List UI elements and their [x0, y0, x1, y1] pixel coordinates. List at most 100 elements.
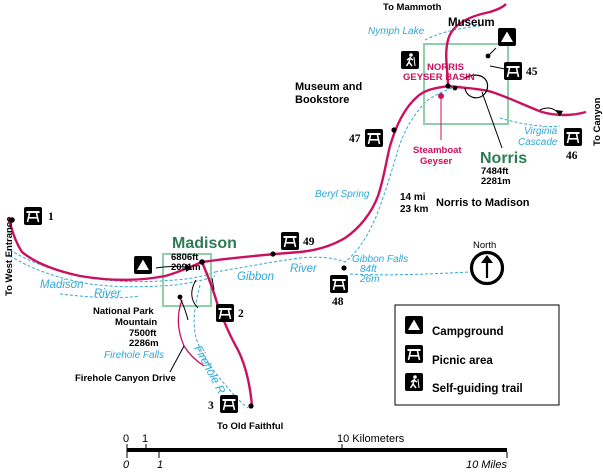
dot-picnic-48: [341, 265, 347, 271]
madison-picnic2-arrow: [191, 279, 199, 309]
water-firehole-river: Firehole R: [191, 344, 227, 396]
rivers: [9, 25, 561, 409]
label-museum-bookstore-2: Bookstore: [295, 94, 349, 106]
picnic-number-46: 46: [566, 150, 578, 162]
water-gibbon-falls-1: Gibbon Falls: [352, 254, 408, 265]
picnic-number-47: 47: [349, 133, 361, 145]
water-nymph-lake: Nymph Lake: [368, 26, 425, 37]
water-gibbon-river-1: Gibbon: [237, 271, 274, 283]
picnic-table-icon-46: [563, 127, 583, 147]
label-norris-elev-m: 2281m: [481, 176, 511, 187]
label-npm-1: National Park: [93, 306, 154, 317]
steamboat-geyser-dot: [438, 93, 444, 99]
stream-gibbon-east: [349, 271, 471, 276]
road-madison-old-faithful: [200, 261, 254, 407]
madison-river-line-2: [9, 255, 216, 288]
museum-leader: [487, 47, 497, 57]
label-npm-elev-m: 2286m: [129, 338, 159, 349]
stream-west: [59, 293, 141, 299]
picnic-number-3: 3: [208, 400, 214, 412]
madison-area-box: [162, 253, 212, 307]
water-madison-river-2: River: [94, 288, 122, 300]
label-norris-geyser-basin-1: NORRIS: [427, 62, 464, 73]
water-firehole-falls: Firehole Falls: [104, 350, 164, 361]
label-norris: Norris: [480, 150, 527, 167]
stream-nymph-lake: [424, 25, 481, 41]
scale-km-one: 1: [142, 433, 148, 445]
legend-trail-label: Self-guiding trail: [432, 383, 523, 395]
picnic-46-arrowhead: [556, 110, 563, 116]
label-npm-2: Mountain: [115, 317, 157, 328]
label-steamboat-1: Steamboat: [413, 145, 462, 156]
road-west-entrance-madison: [6, 217, 203, 281]
scale-mi-one: 1: [157, 459, 163, 471]
scale-km-zero: 0: [123, 433, 129, 445]
water-virginia-1: Virginia: [524, 126, 558, 137]
label-steamboat-2: Geyser: [420, 156, 453, 167]
firehole-river-line: [193, 284, 249, 409]
water-madison-river-1: Madison: [40, 279, 83, 291]
scale-mi-ten: 10 Miles: [466, 459, 507, 471]
label-npm-elev-ft: 7500ft: [129, 328, 157, 339]
road-label-to-mammoth: To Mammoth: [383, 2, 442, 13]
picnic-number-48: 48: [332, 296, 344, 308]
tent-icon-norris: [498, 28, 516, 46]
label-distance-mi: 14 mi: [400, 192, 426, 203]
water-virginia-2: Cascade: [518, 137, 558, 148]
dot-picnic-1: [9, 217, 15, 223]
road-label-to-old-faithful: To Old Faithful: [217, 421, 283, 432]
madison-east-arrow: [211, 277, 215, 291]
dot-norris-junction: [445, 83, 451, 89]
legend-picnic-label: Picnic area: [432, 355, 493, 367]
norris-leader: [481, 91, 503, 149]
legend-hiker-icon: [404, 372, 424, 392]
picnic-number-1: 1: [48, 211, 54, 223]
legend-picnic-table-icon: [404, 344, 424, 364]
label-museum: Museum: [448, 17, 495, 29]
north-arrow-icon: North: [469, 240, 505, 286]
gibbon-river-line: [214, 85, 461, 273]
dot-npm: [177, 294, 183, 300]
scale-mi-zero: 0: [123, 459, 130, 471]
label-distance-text: Norris to Madison: [436, 197, 530, 209]
picnic-table-icon-1: [23, 206, 43, 226]
label-distance-km: 23 km: [400, 204, 428, 215]
picnic-table-icon-49: [280, 231, 300, 251]
legend-tent-icon: [405, 316, 423, 334]
water-gibbon-river-2: River: [290, 263, 318, 275]
label-madison-elev-m: 2091m: [171, 262, 201, 273]
label-madison: Madison: [172, 235, 237, 252]
firehole-drive-leader: [169, 345, 185, 373]
legend: Campground Picnic area Self-guiding trai…: [394, 304, 560, 406]
picnic-number-45: 45: [526, 66, 538, 78]
dot-madison-junction: [199, 259, 205, 265]
norris-trail-loop: [464, 74, 489, 99]
road-norris-mammoth: [445, 3, 507, 87]
hiker-icon-norris: [400, 50, 420, 70]
water-beryl-spring: Beryl Spring: [315, 189, 370, 200]
scale-bar-line: [127, 448, 507, 452]
picnic-table-icon-45: [503, 61, 523, 81]
label-madison-elev-ft: 6806ft: [171, 252, 199, 263]
point-markers: [9, 53, 491, 409]
scale-bar: 0 1 10 Kilometers 0 1 10 Miles: [123, 433, 508, 471]
water-gibbon-falls-2: 84ft: [360, 264, 378, 275]
tent-icon-madison: [134, 256, 152, 274]
road-norris-canyon: [447, 84, 587, 117]
label-museum-bookstore-1: Museum and: [295, 81, 362, 93]
picnic-table-icon-48: [329, 274, 349, 294]
water-gibbon-falls-3: 26m: [359, 274, 379, 285]
road-stub-npm: [179, 297, 189, 321]
picnic-number-2: 2: [238, 308, 244, 320]
dot-picnic-47: [391, 127, 397, 133]
picnic-number-49: 49: [303, 236, 315, 248]
dot-picnic-3: [248, 403, 254, 409]
label-norris-geyser-basin-2: GEYSER BASIN: [403, 72, 475, 83]
picnic-table-icon-2: [215, 303, 235, 323]
stream-virginia: [499, 117, 561, 127]
road-madison-norris: [201, 84, 449, 264]
legend-campground-label: Campground: [432, 326, 504, 338]
label-firehole-canyon-drive: Firehole Canyon Drive: [75, 373, 176, 384]
